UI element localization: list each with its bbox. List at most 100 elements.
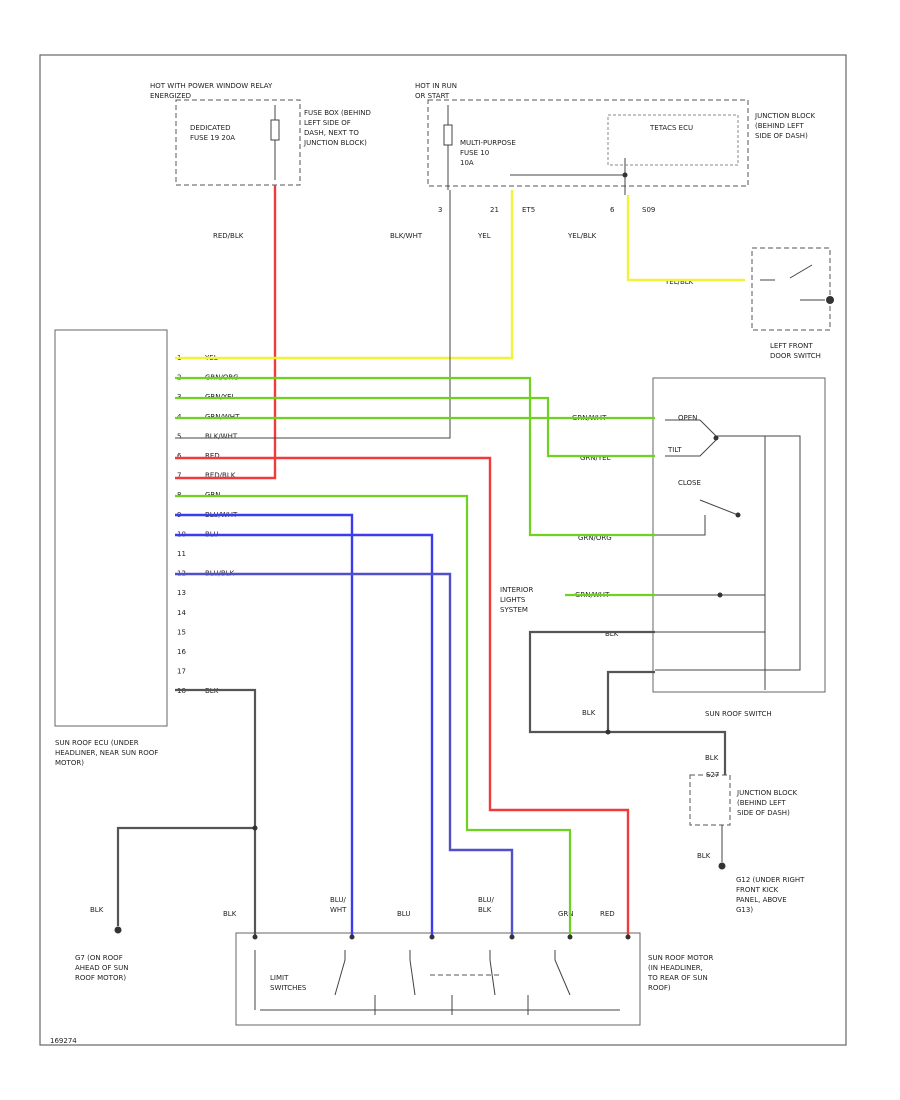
ecu-pin-number: 18	[177, 687, 186, 695]
pin-s09: S09	[642, 206, 655, 214]
motor-internal	[254, 950, 620, 1015]
wire-blk-g7	[116, 826, 255, 926]
wire-label-blu-wht: BLU/WHT	[330, 896, 347, 914]
door-switch-contacts	[760, 264, 825, 301]
wire-blu-blk	[175, 572, 514, 935]
wire-grn-motor	[175, 494, 572, 935]
ecu-pin-number: 15	[177, 628, 186, 636]
ecu-pin-number: 7	[177, 472, 181, 480]
ecu-pin-number: 5	[177, 432, 181, 440]
ecu-pin-wire: BLK	[205, 687, 219, 695]
switch-tilt-label: TILT	[667, 446, 682, 454]
ecu-pin-number: 13	[177, 589, 186, 597]
ecu-pin-number: 4	[177, 413, 182, 421]
wire-label-yel: YEL	[477, 232, 491, 240]
wire-label-yel-blk-2: YEL/BLK	[664, 278, 694, 286]
switch-close-label: CLOSE	[678, 479, 701, 487]
switch-node-1	[713, 435, 719, 441]
sunroof-switch-label: SUN ROOF SWITCH	[705, 710, 772, 718]
wire-label-blk-mot: BLK	[223, 910, 237, 918]
wire-label-red-blk: RED/BLK	[213, 232, 244, 240]
ground-g12-symbol	[718, 862, 726, 870]
wire-grn-yel	[175, 396, 655, 458]
wire-blu-wht	[175, 513, 354, 935]
wire-label-blk-jb: BLK	[705, 754, 719, 762]
wire-grn-org	[175, 376, 655, 537]
fuse-box-dashed	[175, 99, 301, 186]
wire-blk-ecu	[175, 688, 257, 935]
motor-pin-stubs	[252, 934, 631, 940]
pin-s27: S27	[706, 771, 719, 779]
wire-label-blu-blk: BLU/BLK	[478, 896, 494, 914]
ecu-pin-wire: BLK/WHT	[205, 432, 238, 440]
wire-label-red: RED	[600, 910, 615, 918]
ecu-pin-wire: RED/BLK	[205, 472, 236, 480]
wire-label-grn: GRN	[558, 910, 574, 918]
wire-label-blk-wht: BLK/WHT	[390, 232, 423, 240]
wire-red-blk	[175, 185, 277, 480]
splice-switch	[605, 729, 611, 735]
wire-yellow-blk	[626, 195, 745, 282]
wire-yellow	[175, 190, 514, 360]
motor-label: SUN ROOF MOTOR(IN HEADLINER,TO REAR OF S…	[647, 954, 713, 992]
ground-g7-symbol	[114, 926, 122, 934]
ecu-pin-number: 6	[177, 452, 182, 460]
wire-blk-switch	[528, 630, 727, 775]
tetacs-node	[622, 172, 628, 178]
ecu-pin-number: 14	[177, 609, 186, 617]
fuse-element-left	[270, 119, 280, 141]
tetacs-box-dashed	[427, 99, 749, 187]
jb-bottom-dashed	[689, 774, 731, 826]
sunroof-ecu-box	[54, 329, 168, 727]
wire-label-grn-yel: GRN/YEL	[580, 454, 611, 462]
wire-label-blu: BLU	[397, 910, 410, 918]
switch-node-2	[735, 512, 741, 518]
ecu-pin-wire: RED	[205, 452, 220, 460]
wire-label-blk-g7: BLK	[90, 906, 104, 914]
pin-6: 6	[610, 206, 615, 214]
fuse-element-center	[443, 124, 453, 146]
switch-node-3	[717, 592, 723, 598]
pin-21: 21	[490, 206, 499, 214]
wire-label-blk-top: BLK	[582, 709, 596, 717]
pin-3: 3	[438, 206, 442, 214]
wire-blk-switch-2	[606, 670, 655, 732]
diagram-frame	[39, 54, 847, 1046]
door-switch-dashed	[751, 247, 831, 331]
ecu-pin-number: 16	[177, 648, 186, 656]
splice-g7	[252, 825, 258, 831]
wire-label-blk-g12: BLK	[697, 852, 711, 860]
sunroof-switch-internal	[655, 419, 801, 690]
wire-label-blk-sw: BLK	[605, 630, 619, 638]
wire-blu	[175, 533, 434, 935]
tetacs-label: TETACS ECU	[649, 124, 693, 132]
ecu-pin-wire: GRN/WHT	[205, 413, 240, 421]
wire-red-motor	[175, 456, 630, 935]
diagram-id: 169274	[50, 1037, 77, 1045]
ecu-pin-number: 17	[177, 668, 186, 676]
ecu-pin-number: 11	[177, 550, 186, 558]
sunroof-motor-box	[235, 932, 641, 1026]
pin-ets: ET5	[522, 206, 535, 214]
wire-label-grn-org: GRN/ORG	[578, 534, 612, 542]
tetacs-internal	[510, 158, 626, 195]
wire-label-yel-blk: YEL/BLK	[567, 232, 597, 240]
door-switch-ground	[826, 296, 834, 304]
switch-open-label: OPEN	[678, 414, 697, 422]
wire-blk-wht	[175, 190, 451, 439]
